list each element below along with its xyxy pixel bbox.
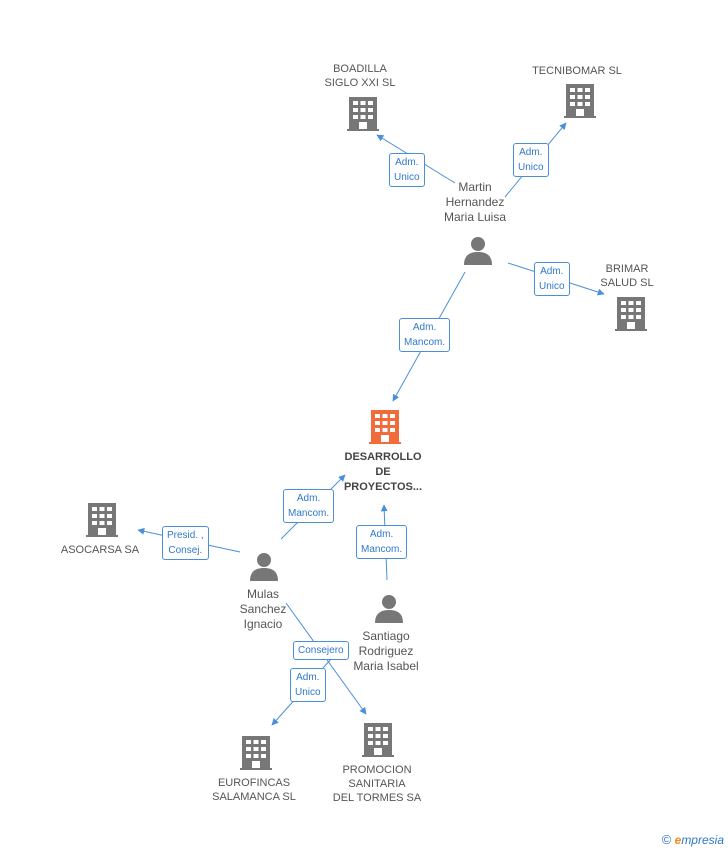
relation-mulas-desarrollo[interactable]: Adm. Mancom. — [283, 489, 335, 523]
santiago-person-icon[interactable] — [374, 593, 404, 628]
relation-mulas-asocarsa[interactable]: Presid. , Consej. — [162, 526, 209, 560]
copyright-symbol: © — [661, 832, 672, 847]
tecnibomar-building-icon[interactable] — [564, 84, 596, 123]
eurofincas-building-icon[interactable] — [240, 736, 272, 775]
martin-person-icon[interactable] — [463, 235, 493, 270]
asocarsa-building-icon[interactable] — [86, 503, 118, 542]
mulas-label[interactable]: Mulas Sanchez Ignacio — [239, 587, 287, 631]
santiago-label[interactable]: Santiago Rodriguez Maria Isabel — [353, 629, 419, 673]
eurofincas-label[interactable]: EUROFINCAS SALAMANCA SL — [212, 777, 296, 803]
footer-brand: © empresia — [662, 832, 724, 847]
boadilla-label[interactable]: BOADILLA SIGLO XXI SL — [324, 63, 396, 89]
asocarsa-label[interactable]: ASOCARSA SA — [60, 544, 140, 556]
promocion-label[interactable]: PROMOCION SANITARIA DEL TORMES SA — [332, 764, 422, 804]
relation-mulas-eurofincas[interactable]: Adm. Unico — [290, 668, 326, 702]
boadilla-building-icon[interactable] — [347, 97, 379, 136]
martin-label[interactable]: Martin Hernandez Maria Luisa — [443, 180, 507, 224]
desarrollo-building-icon[interactable] — [369, 410, 401, 449]
brimar-label[interactable]: BRIMAR SALUD SL — [600, 263, 654, 289]
relation-santiago-desarrollo[interactable]: Adm. Mancom. — [356, 525, 408, 559]
brand-name: mpresia — [681, 833, 724, 847]
relation-martin-tecnibomar[interactable]: Adm. Unico — [513, 143, 549, 177]
tecnibomar-label[interactable]: TECNIBOMAR SL — [532, 65, 622, 77]
relation-martin-boadilla[interactable]: Adm. Unico — [389, 153, 425, 187]
mulas-person-icon[interactable] — [249, 551, 279, 586]
brand-initial: e — [674, 833, 682, 847]
promocion-building-icon[interactable] — [362, 723, 394, 762]
relation-martin-desarrollo[interactable]: Adm. Mancom. — [399, 318, 451, 352]
desarrollo-label[interactable]: DESARROLLO DE PROYECTOS... — [343, 451, 423, 493]
relation-mulas-promocion[interactable]: Consejero — [293, 641, 349, 660]
brimar-building-icon[interactable] — [615, 297, 647, 336]
relation-martin-brimar[interactable]: Adm. Unico — [534, 262, 570, 296]
